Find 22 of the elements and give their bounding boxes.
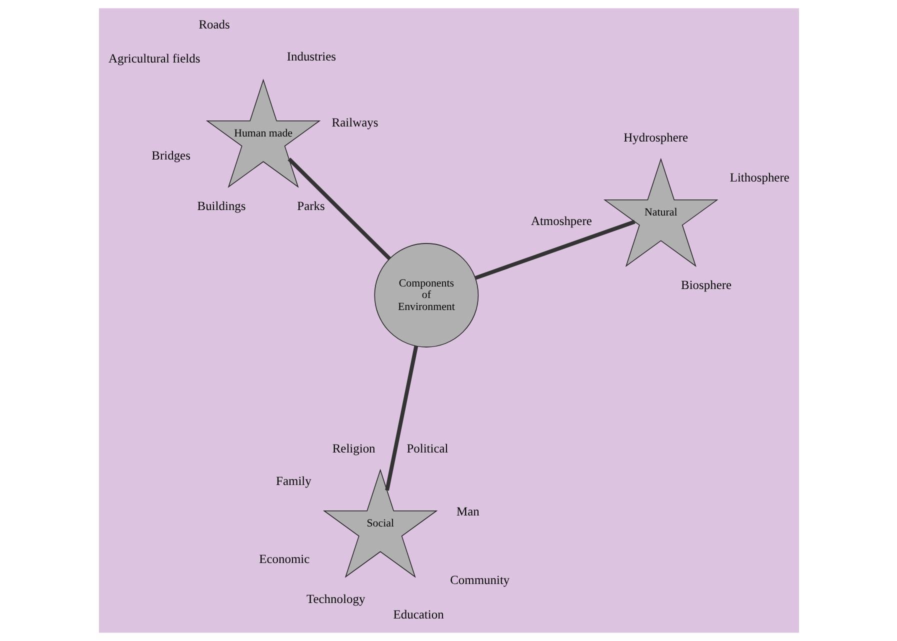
node-label: Roads <box>198 17 230 32</box>
connector <box>384 346 418 491</box>
node-label: Lithosphere <box>729 170 789 184</box>
node-label: Religion <box>332 442 375 456</box>
node-label: Industries <box>286 50 336 64</box>
node-label: Education <box>392 608 444 622</box>
node-label: Economic <box>258 552 310 566</box>
node-label: Railways <box>331 115 378 130</box>
connector <box>287 158 390 260</box>
node-label: Hydrosphere <box>623 130 688 145</box>
node-label: Community <box>450 573 510 588</box>
node-label: Biosphere <box>680 278 732 292</box>
node-label: Man <box>456 504 479 519</box>
node-label: Family <box>276 474 311 488</box>
node-label: Bridges <box>151 148 190 163</box>
node-circle: Components of Environment <box>374 243 478 348</box>
node-label: Agricultural fields <box>108 52 200 66</box>
node-label: Political <box>406 442 448 456</box>
node-label: Technology <box>306 592 365 606</box>
node-label: Buildings <box>196 199 246 214</box>
node-label: Parks <box>296 199 324 214</box>
node-label: Atmoshpere <box>530 214 592 228</box>
